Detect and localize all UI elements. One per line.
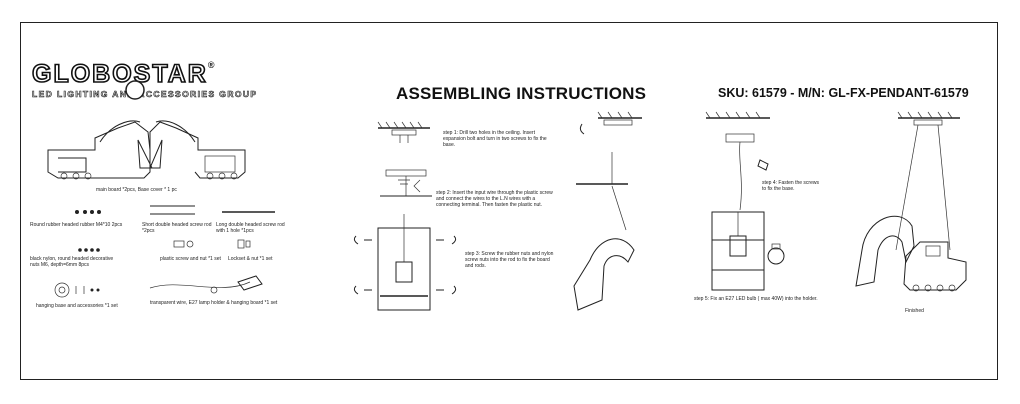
- part-long-rod-caption: Long double headed screw rod with 1 hole…: [216, 222, 285, 234]
- step-2-drawing: [380, 169, 432, 197]
- part-lockset-caption: Lockset & nut *1 set: [228, 256, 273, 262]
- led-bulb-icon: [767, 247, 785, 265]
- excavator-arm-drawing: [573, 238, 635, 311]
- brand-tagline: LED LIGHTING AND ACCESSORIES GROUP: [32, 89, 258, 100]
- part-plastic-screw-caption: plastic screw and nut *1 set: [160, 256, 221, 262]
- wire-holder-drawing: [149, 275, 263, 294]
- step-5-text: step 5: Fix an E27 LED bulb ( max 40W) i…: [694, 296, 818, 302]
- step-3-text: step 3: Screw the rubber nuts and nylon …: [465, 251, 554, 269]
- nylon-nuts-drawing: [78, 248, 100, 252]
- finished-lamp-drawing: [855, 111, 967, 292]
- main-board-right-drawing: [149, 120, 246, 180]
- part-hanging-base-caption: hanging base and accessories *1 set: [36, 303, 118, 309]
- plastic-screw-drawing: [173, 240, 194, 248]
- rod-assembly-drawing: [576, 111, 642, 231]
- lockset-drawing: [237, 239, 251, 249]
- step-4-text: step 4: Fasten the screws to fix the bas…: [762, 180, 819, 192]
- main-board-left-drawing: [47, 120, 153, 180]
- hanging-base-drawing: [54, 282, 100, 298]
- part-wire-caption: transparent wire, E27 lamp holder & hang…: [150, 300, 278, 306]
- rubber-nuts-drawing: [75, 210, 101, 214]
- step-1-drawing: [377, 121, 430, 143]
- part-main-board-caption: main board *2pcs, Base cover * 1 pc: [96, 187, 177, 193]
- brand-logo: GLOBOSTAR®: [31, 59, 217, 89]
- short-rods-drawing: [150, 205, 195, 215]
- step-4-drawing: [705, 111, 770, 211]
- sku-label: SKU: 61579 - M/N: GL-FX-PENDANT-61579: [718, 86, 969, 100]
- step-2-text: step 2: Insert the input wire through th…: [436, 190, 553, 208]
- step-3-drawing: [353, 214, 457, 311]
- page-title: ASSEMBLING INSTRUCTIONS: [396, 84, 647, 103]
- step-1-text: step 1: Drill two holes in the ceiling. …: [443, 130, 547, 148]
- part-round-rubber-caption: Round rubber headed rubber M4*10 2pcs: [30, 222, 123, 228]
- step-5-drawing: [711, 211, 785, 291]
- part-black-nylon-caption: black nylon, round headed decorative nut…: [30, 256, 114, 268]
- part-short-rod-caption: Short double headed screw rod *2pcs: [142, 222, 212, 234]
- finished-caption: Finished: [905, 308, 924, 314]
- logo-globe-icon: [125, 80, 145, 100]
- instruction-sheet: [20, 22, 998, 380]
